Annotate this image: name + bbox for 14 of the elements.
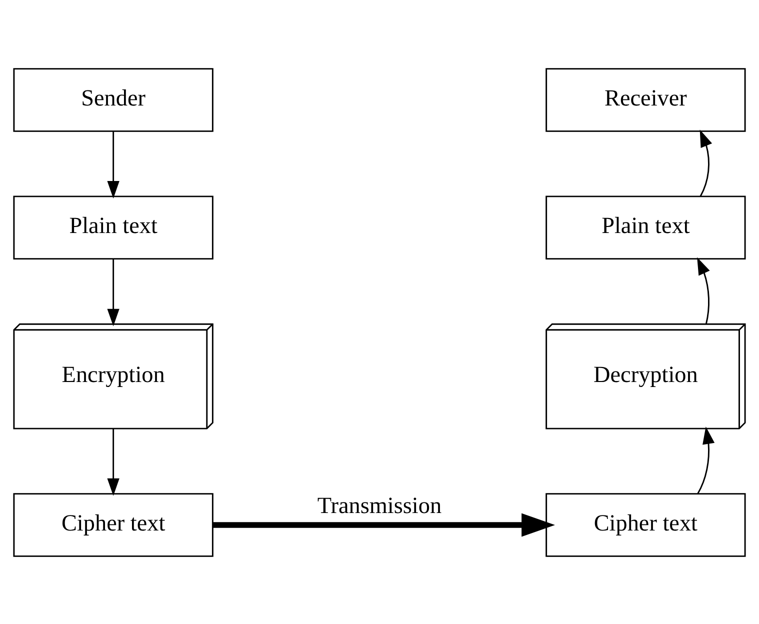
edge-label: Transmission [317,492,442,519]
node-box: Sender [13,68,214,132]
arrow [697,256,710,324]
node-box: Receiver [546,68,746,132]
node-box: Cipher text [13,492,214,556]
arrow [107,131,120,198]
arrow [212,512,555,536]
arrow [107,428,120,496]
arrow [697,426,715,494]
node-box: Plain text [546,195,746,260]
node-box: Cipher text [546,492,746,556]
node-box: Plain text [13,195,214,260]
arrow [700,129,712,196]
arrow [107,258,120,326]
